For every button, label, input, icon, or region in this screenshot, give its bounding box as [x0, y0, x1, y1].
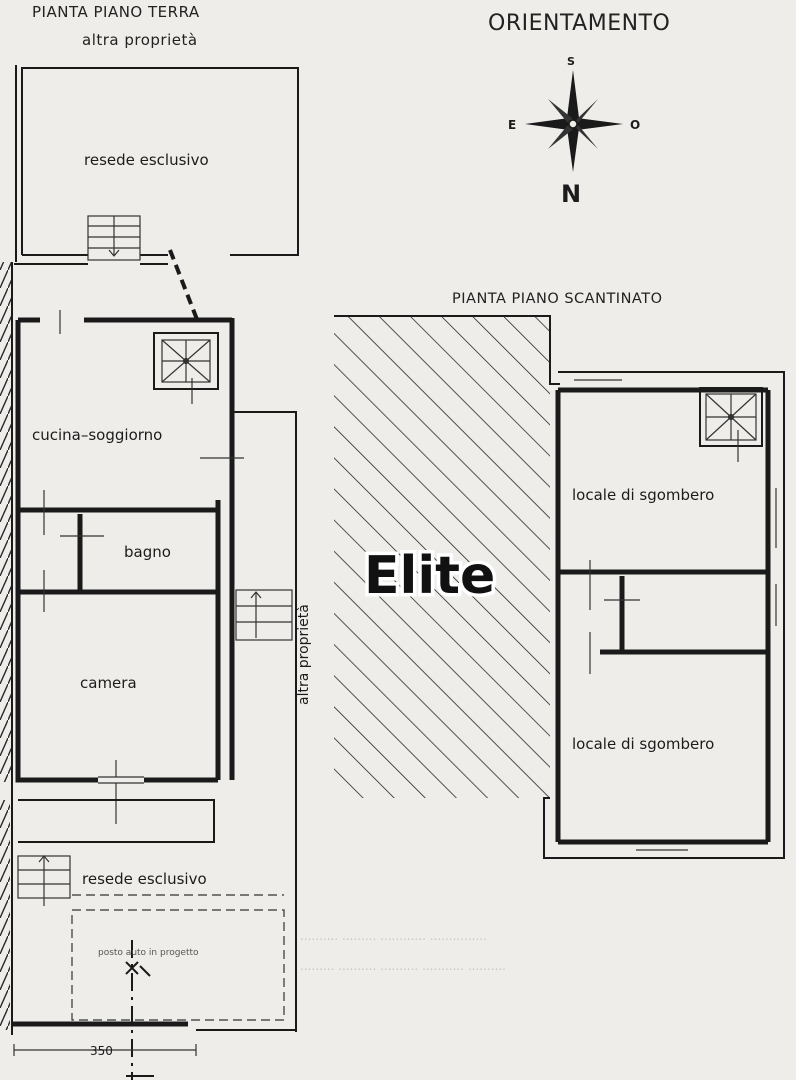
boundary-hatch-left-lower: [0, 800, 10, 1030]
basement-title: PIANTA PIANO SCANTINATO: [452, 291, 663, 307]
faded-note-1: .......... ......... ............ ......…: [300, 929, 487, 943]
dimension-label: 350: [90, 1044, 113, 1058]
room-label-bagno: bagno: [124, 543, 171, 561]
room-label-posto-auto: posto auto in progetto: [98, 948, 199, 958]
basement-walls: [334, 315, 785, 859]
ground-floor-title: PIANTA PIANO TERRA: [32, 3, 200, 21]
faded-note-2: ......... .......... .......... ........…: [300, 959, 506, 973]
bottom-yard: [12, 799, 296, 1080]
top-yard: [14, 67, 299, 265]
orientation-title: ORIENTAMENTO: [488, 11, 670, 36]
compass-rose-icon: [525, 70, 623, 172]
compass-west-label: O: [630, 118, 640, 132]
room-label-cucina: cucina–soggiorno: [32, 426, 162, 444]
stair-cut-line: [168, 249, 200, 323]
steps-top: [87, 215, 141, 261]
room-label-resede-bottom: resede esclusivo: [82, 870, 207, 888]
boundary-hatch-left: [0, 262, 12, 782]
room-label-locale-2: locale di sgombero: [572, 735, 714, 753]
spiral-stair-basement-icon: [699, 387, 763, 462]
compass-north-label: N: [561, 180, 581, 208]
ground-floor-walls: [15, 310, 297, 1032]
unexcavated-area-hatch: [334, 316, 550, 798]
room-label-camera: camera: [80, 674, 137, 692]
compass-east-label: E: [508, 118, 516, 132]
watermark-logo: Elite: [364, 546, 495, 606]
room-label-locale-1: locale di sgombero: [572, 486, 714, 504]
other-property-top-label: altra proprietà: [82, 31, 198, 49]
room-label-resede-top: resede esclusivo: [84, 151, 209, 169]
spiral-stair-ground-icon: [153, 332, 219, 404]
other-property-side-label: altra proprietà: [296, 604, 312, 705]
compass-south-label: S: [567, 55, 575, 68]
